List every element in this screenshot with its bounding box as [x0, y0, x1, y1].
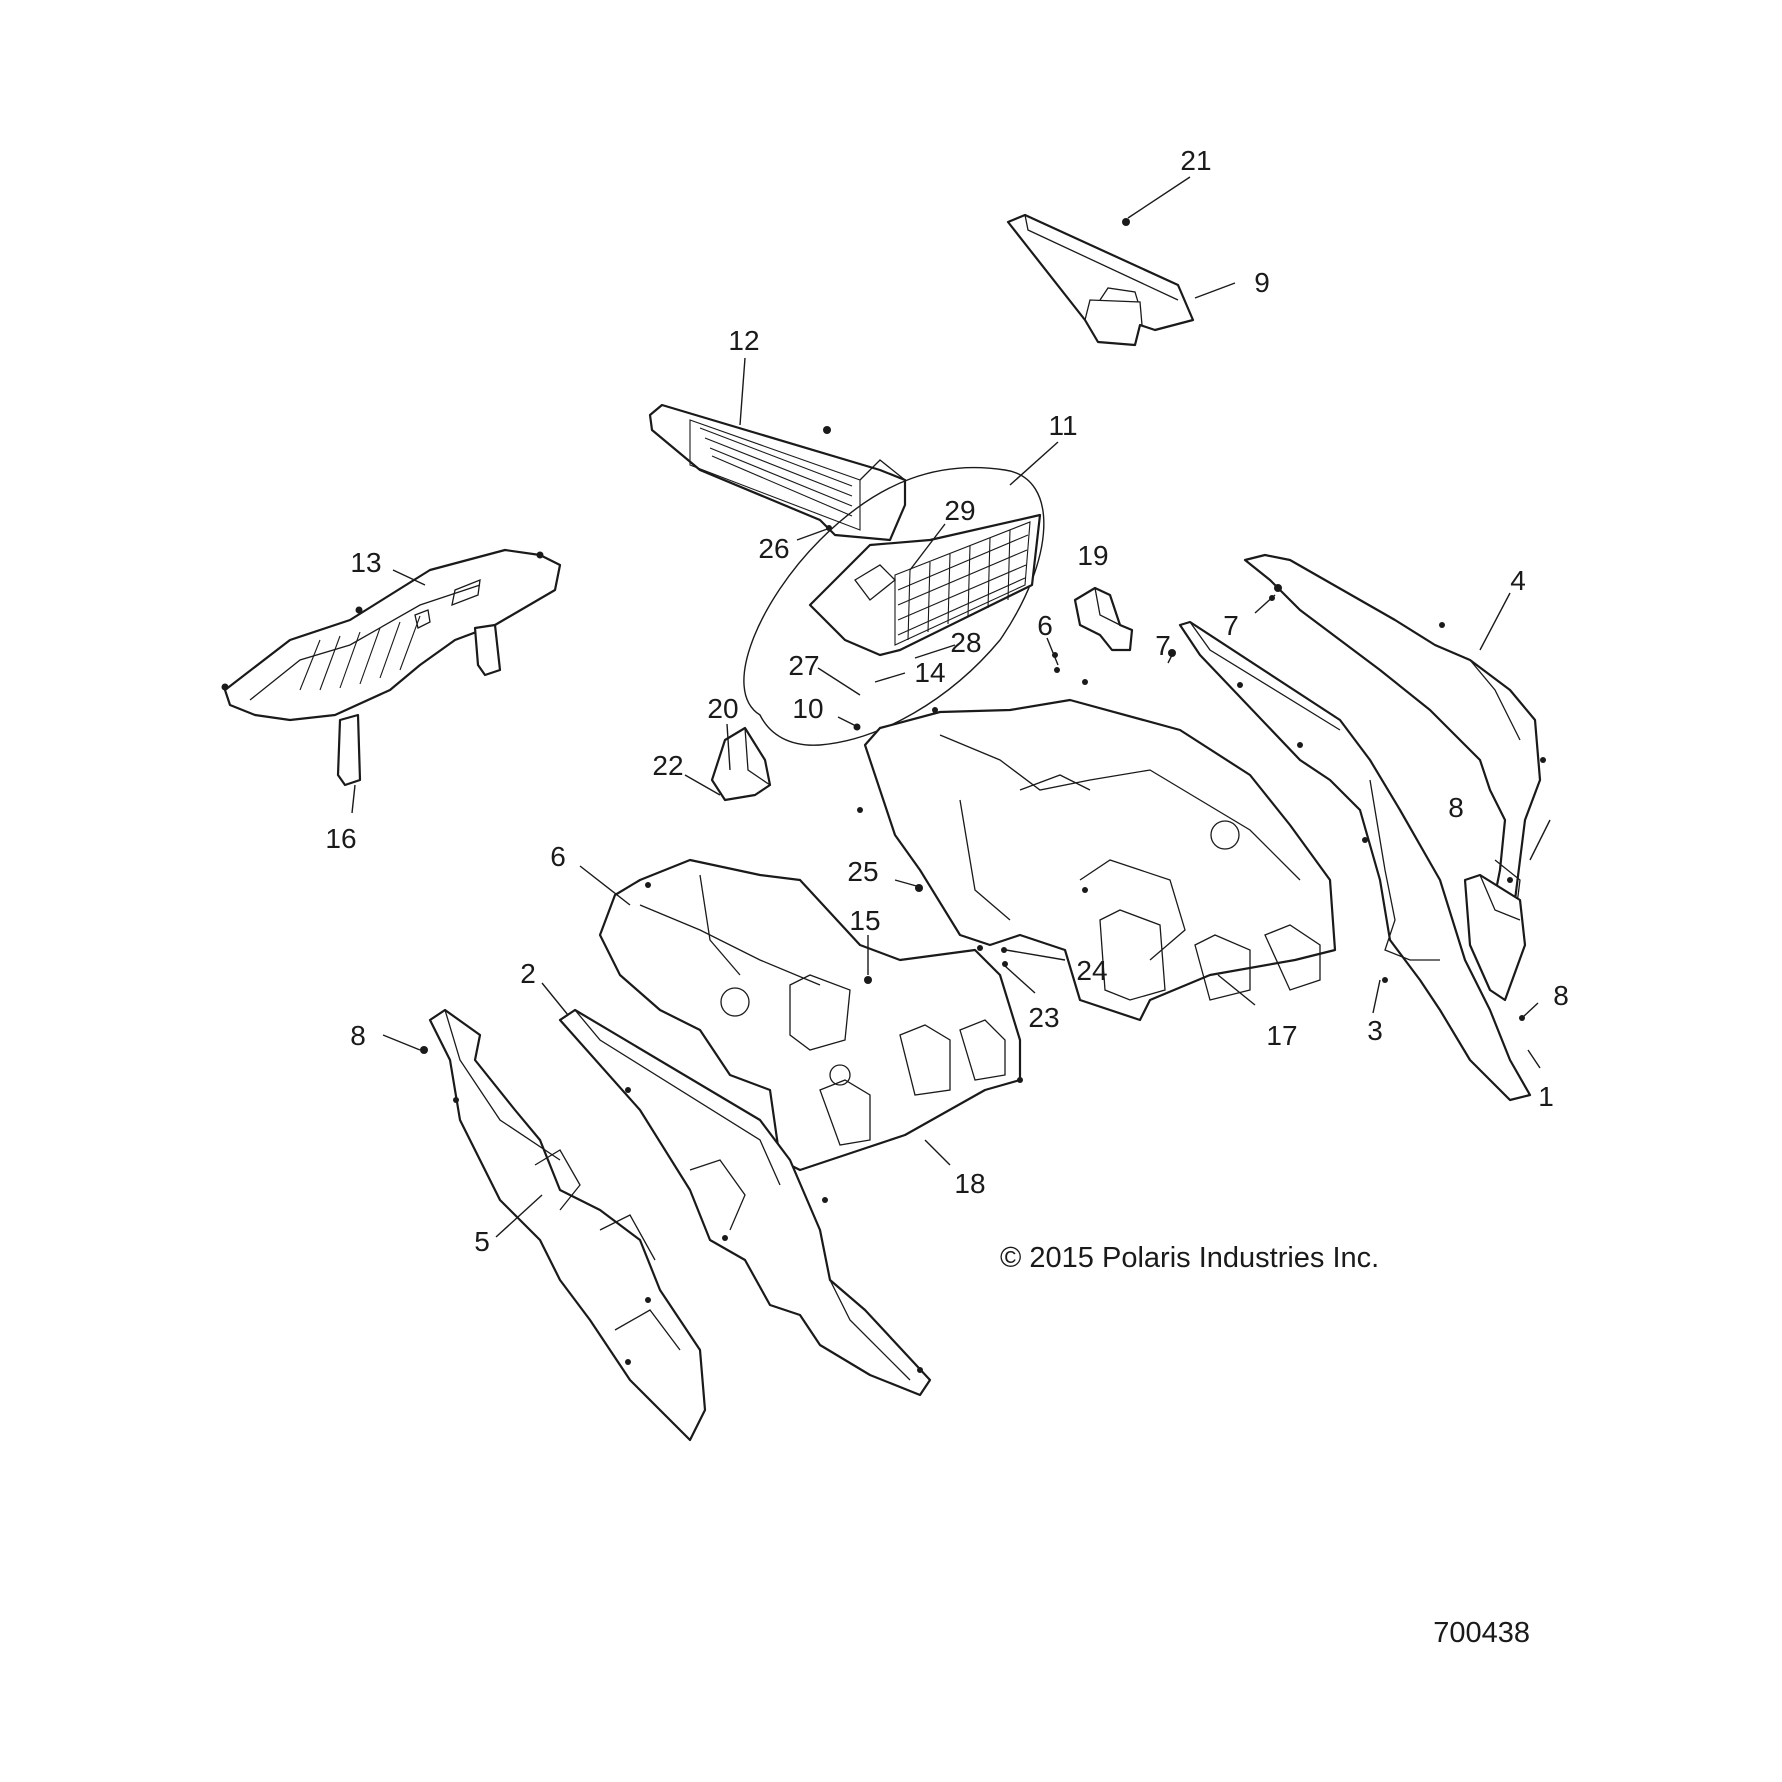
callout-8-right-upper: 8 — [1448, 792, 1464, 823]
callout-7-upper: 7 — [1223, 610, 1239, 641]
part-13-dash-panel — [221, 548, 562, 787]
callout-1: 1 — [1538, 1081, 1554, 1112]
copyright-text: © 2015 Polaris Industries Inc. — [1000, 1242, 1379, 1274]
callout-14: 14 — [914, 657, 945, 688]
callout-4: 4 — [1510, 565, 1526, 596]
callout-20: 20 — [707, 693, 738, 724]
callout-labels: 21 9 12 11 29 26 13 19 4 7 6 7 28 27 14 … — [325, 145, 1568, 1257]
callout-13: 13 — [350, 547, 381, 578]
part-17-cargo-box — [857, 652, 1337, 1022]
callout-3: 3 — [1367, 1015, 1383, 1046]
part-2-rocker-panel — [558, 1008, 932, 1397]
part-29-storage-tray — [808, 513, 1042, 657]
callout-16: 16 — [325, 823, 356, 854]
callout-29: 29 — [944, 495, 975, 526]
callout-19: 19 — [1077, 540, 1108, 571]
loose-fasteners — [420, 218, 1525, 1054]
part-20-bracket — [710, 726, 772, 802]
part-18-floor-base — [598, 858, 1023, 1203]
callout-6-lower: 6 — [550, 841, 566, 872]
callout-21: 21 — [1180, 145, 1211, 176]
callout-27: 27 — [788, 650, 819, 681]
callout-5: 5 — [474, 1226, 490, 1257]
callout-2: 2 — [520, 958, 536, 989]
callout-12: 12 — [728, 325, 759, 356]
callout-28: 28 — [950, 627, 981, 658]
callout-15: 15 — [849, 905, 880, 936]
callout-22: 22 — [652, 750, 683, 781]
callout-7-lower: 7 — [1155, 630, 1171, 661]
callout-23: 23 — [1028, 1002, 1059, 1033]
part-3-inner-rail — [1178, 620, 1532, 1102]
callout-9: 9 — [1254, 267, 1270, 298]
callout-6-upper: 6 — [1037, 610, 1053, 641]
callout-11: 11 — [1048, 410, 1077, 441]
callout-8-left: 8 — [350, 1020, 366, 1051]
part-11-storage-assembly — [743, 466, 1045, 746]
callout-26: 26 — [758, 533, 789, 564]
part-5-side-panel — [428, 1008, 707, 1442]
callout-17: 17 — [1266, 1020, 1297, 1051]
callout-10: 10 — [792, 693, 823, 724]
callout-25: 25 — [847, 856, 878, 887]
part-19-bracket — [1073, 586, 1134, 652]
part-1-rear-panel — [1463, 873, 1527, 1002]
part-12-grille-cover — [648, 403, 907, 542]
figure-number: 700438 — [1433, 1617, 1530, 1649]
callout-24: 24 — [1076, 955, 1107, 986]
part-9-cover — [1006, 213, 1195, 347]
callout-18: 18 — [954, 1168, 985, 1199]
callout-8-right-lower: 8 — [1553, 980, 1569, 1011]
leader-lines — [351, 176, 1551, 1238]
